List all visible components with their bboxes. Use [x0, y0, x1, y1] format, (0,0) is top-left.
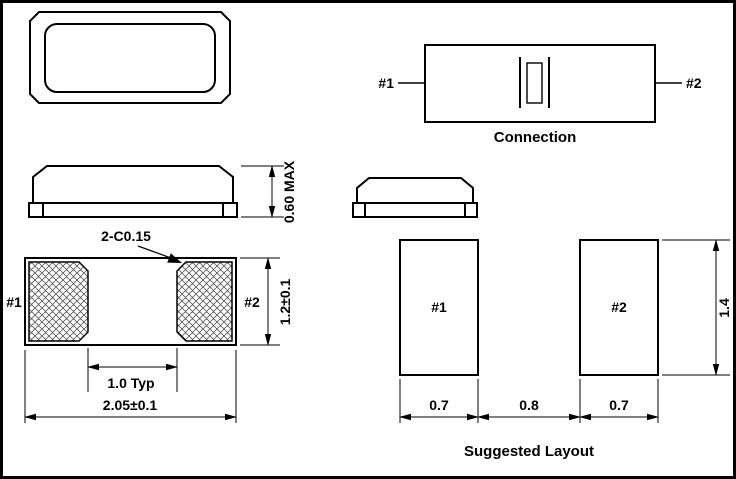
layout-pad1-width-label: 0.7	[429, 397, 449, 413]
side-view: 0.60 MAX	[28, 160, 297, 223]
height-dim-label: 0.60 MAX	[281, 160, 297, 223]
end-view-base	[352, 202, 478, 218]
connection-pin1-label: #1	[378, 75, 394, 91]
width-dim-label: 1.2±0.1	[277, 278, 293, 325]
bottom-pad2	[176, 261, 233, 342]
bottom-view-outline	[24, 257, 237, 346]
layout-pad2-label: #2	[611, 299, 627, 315]
layout-title: Suggested Layout	[464, 443, 594, 460]
layout-height-dim-label: 1.4	[716, 298, 732, 318]
top-view-lid	[44, 23, 216, 93]
length-dim-label: 2.05±0.1	[103, 397, 158, 413]
layout-pad2	[579, 239, 659, 376]
pitch-dim-label: 1.0 Typ	[107, 375, 154, 391]
connection-pin2-label: #2	[686, 75, 702, 91]
layout-pad1	[399, 239, 479, 376]
bottom-pad1	[28, 261, 89, 342]
width-dimension	[240, 257, 280, 346]
chamfer-arrow	[167, 253, 182, 263]
suggested-layout: #1 #2 1.4 0.7 0.8 0.7 Suggested Layout	[399, 239, 732, 460]
chamfer-leader	[137, 245, 172, 259]
length-dimension	[24, 350, 237, 423]
layout-height-dimension	[662, 239, 730, 376]
top-view-outline	[29, 11, 231, 104]
height-dimension	[241, 165, 284, 218]
connection-title: Connection	[494, 129, 577, 146]
connection-diagram: #1 #2 Connection	[378, 44, 702, 146]
pitch-dimension	[87, 348, 178, 392]
bottom-pad1-label: #1	[6, 294, 22, 310]
bottom-view: #1 #2 2-C0.15 1.2±0.1 1.0 Typ 2.05±0.1	[6, 228, 293, 423]
crystal-element	[526, 62, 543, 104]
side-view-base	[28, 202, 238, 218]
layout-pad2-width-label: 0.7	[609, 397, 629, 413]
top-view	[29, 11, 231, 104]
chamfer-note: 2-C0.15	[101, 228, 151, 244]
layout-pad1-label: #1	[431, 299, 447, 315]
layout-gap-label: 0.8	[519, 397, 539, 413]
bottom-pad2-label: #2	[244, 294, 260, 310]
end-view	[352, 177, 478, 218]
layout-width-dimensions	[399, 379, 659, 423]
